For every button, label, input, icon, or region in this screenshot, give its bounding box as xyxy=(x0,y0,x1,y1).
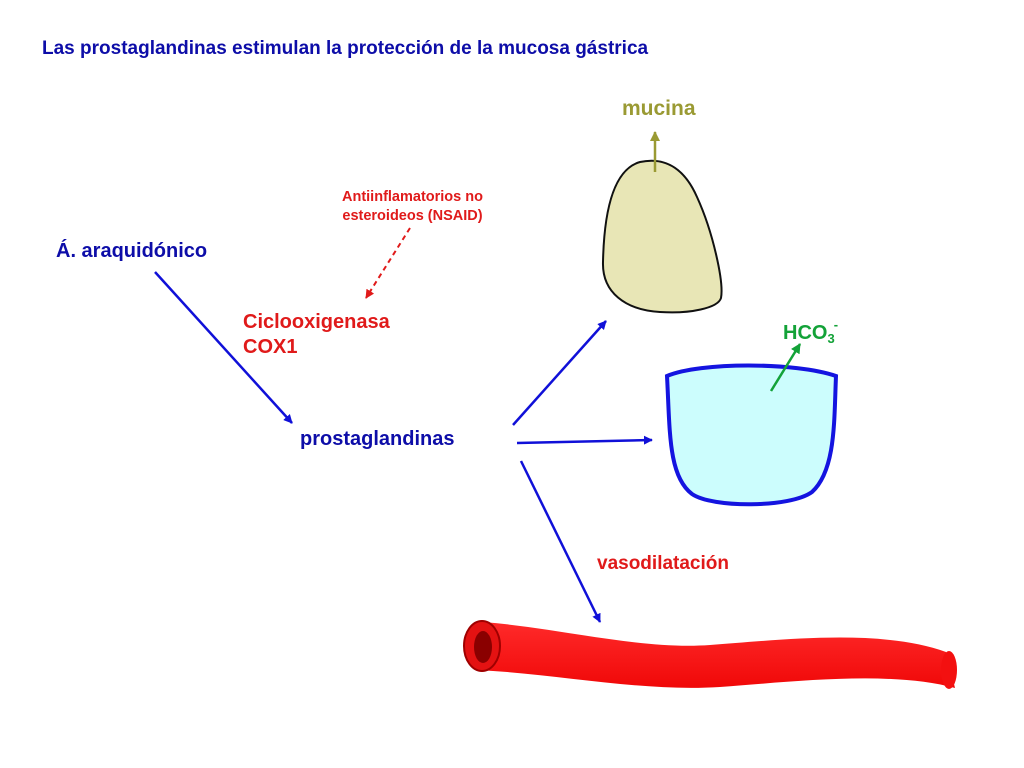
arrow-to-mucin-cell xyxy=(512,320,607,426)
vasodilation-label: vasodilatación xyxy=(597,553,729,574)
mucin-text: mucina xyxy=(622,97,696,120)
prostaglandins-label: prostaglandinas xyxy=(300,428,455,450)
arrow-to-bicarbonate-cell xyxy=(516,435,653,445)
nsaid-line-2: esteroideos (NSAID) xyxy=(342,208,483,224)
mucin-label: mucina xyxy=(622,97,696,121)
bicarbonate-subscript: 3 xyxy=(827,331,835,346)
bicarbonate-label: HCO3- xyxy=(783,317,838,346)
bicarbonate-charge: - xyxy=(833,317,839,332)
nsaid-line-1: Antiinflamatorios no xyxy=(342,189,483,205)
arrow-aa-to-prostaglandins xyxy=(154,271,293,424)
slide-title: Las prostaglandinas estimulan la protecc… xyxy=(42,38,649,59)
cox-line-1: Ciclooxigenasa xyxy=(243,311,390,333)
cyclooxygenase-label: Ciclooxigenasa COX1 xyxy=(243,310,390,360)
nsaid-inhibition-arrow xyxy=(365,227,411,299)
bicarbonate-base: HCO xyxy=(783,322,828,344)
nsaid-label: Antiinflamatorios no esteroideos (NSAID) xyxy=(342,188,483,226)
blood-vessel xyxy=(463,620,957,689)
bicarbonate-cell-shape xyxy=(664,363,839,507)
cox-line-2: COX1 xyxy=(243,336,298,358)
bicarbonate-arrow xyxy=(769,343,802,392)
arachidonic-acid-label: Á. araquidónico xyxy=(56,240,208,262)
arrow-to-vessel xyxy=(519,460,602,623)
mucin-cell-shape xyxy=(601,159,723,314)
